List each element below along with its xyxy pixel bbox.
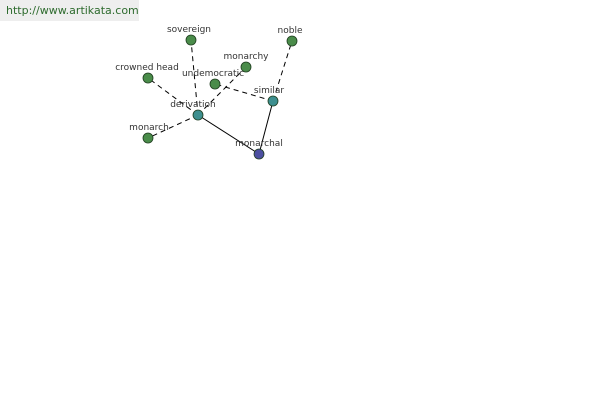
node-dot-derivation[interactable] <box>192 109 204 121</box>
edge-similar-noble <box>272 40 293 102</box>
edge-derivation-crowned-head <box>147 77 199 116</box>
node-label-derivation[interactable]: derivation <box>170 100 216 110</box>
site-url-link[interactable]: http://www.artikata.com <box>0 0 139 21</box>
node-label-crowned-head[interactable]: crowned head <box>115 63 179 73</box>
edges-layer <box>147 39 293 155</box>
node-crowned-head[interactable]: crowned head <box>115 63 179 84</box>
node-dot-crowned-head[interactable] <box>142 72 154 84</box>
node-dot-monarchal[interactable] <box>253 148 265 160</box>
edge-monarchal-similar <box>258 100 274 155</box>
node-label-monarch[interactable]: monarch <box>129 123 169 133</box>
node-monarchy[interactable]: monarchy <box>224 52 270 73</box>
node-noble[interactable]: noble <box>278 26 303 47</box>
node-monarch[interactable]: monarch <box>129 123 169 144</box>
edge-similar-undemocratic <box>214 83 274 102</box>
node-label-monarchal[interactable]: monarchal <box>235 139 283 149</box>
node-label-similar[interactable]: similar <box>254 86 284 96</box>
node-derivation[interactable]: derivation <box>170 100 216 121</box>
node-similar[interactable]: similar <box>254 86 284 107</box>
node-undemocratic[interactable]: undemocratic <box>182 69 244 90</box>
edge-derivation-sovereign <box>190 39 199 116</box>
node-dot-similar[interactable] <box>267 95 279 107</box>
node-label-noble[interactable]: noble <box>278 26 303 36</box>
node-sovereign[interactable]: sovereign <box>167 25 211 46</box>
node-dot-monarchy[interactable] <box>240 61 252 73</box>
node-dot-monarch[interactable] <box>142 132 154 144</box>
edge-derivation-monarch <box>147 114 199 139</box>
node-dot-noble[interactable] <box>286 35 298 47</box>
node-label-monarchy[interactable]: monarchy <box>224 52 270 62</box>
node-label-undemocratic[interactable]: undemocratic <box>182 69 244 79</box>
node-monarchal[interactable]: monarchal <box>235 139 283 160</box>
edge-derivation-monarchy <box>197 66 247 116</box>
nodes-layer: monarchal derivation similar sovereign noble… <box>115 25 303 160</box>
edge-monarchal-derivation <box>197 114 260 155</box>
node-dot-undemocratic[interactable] <box>209 78 221 90</box>
node-label-sovereign[interactable]: sovereign <box>167 25 211 35</box>
node-dot-sovereign[interactable] <box>185 34 197 46</box>
